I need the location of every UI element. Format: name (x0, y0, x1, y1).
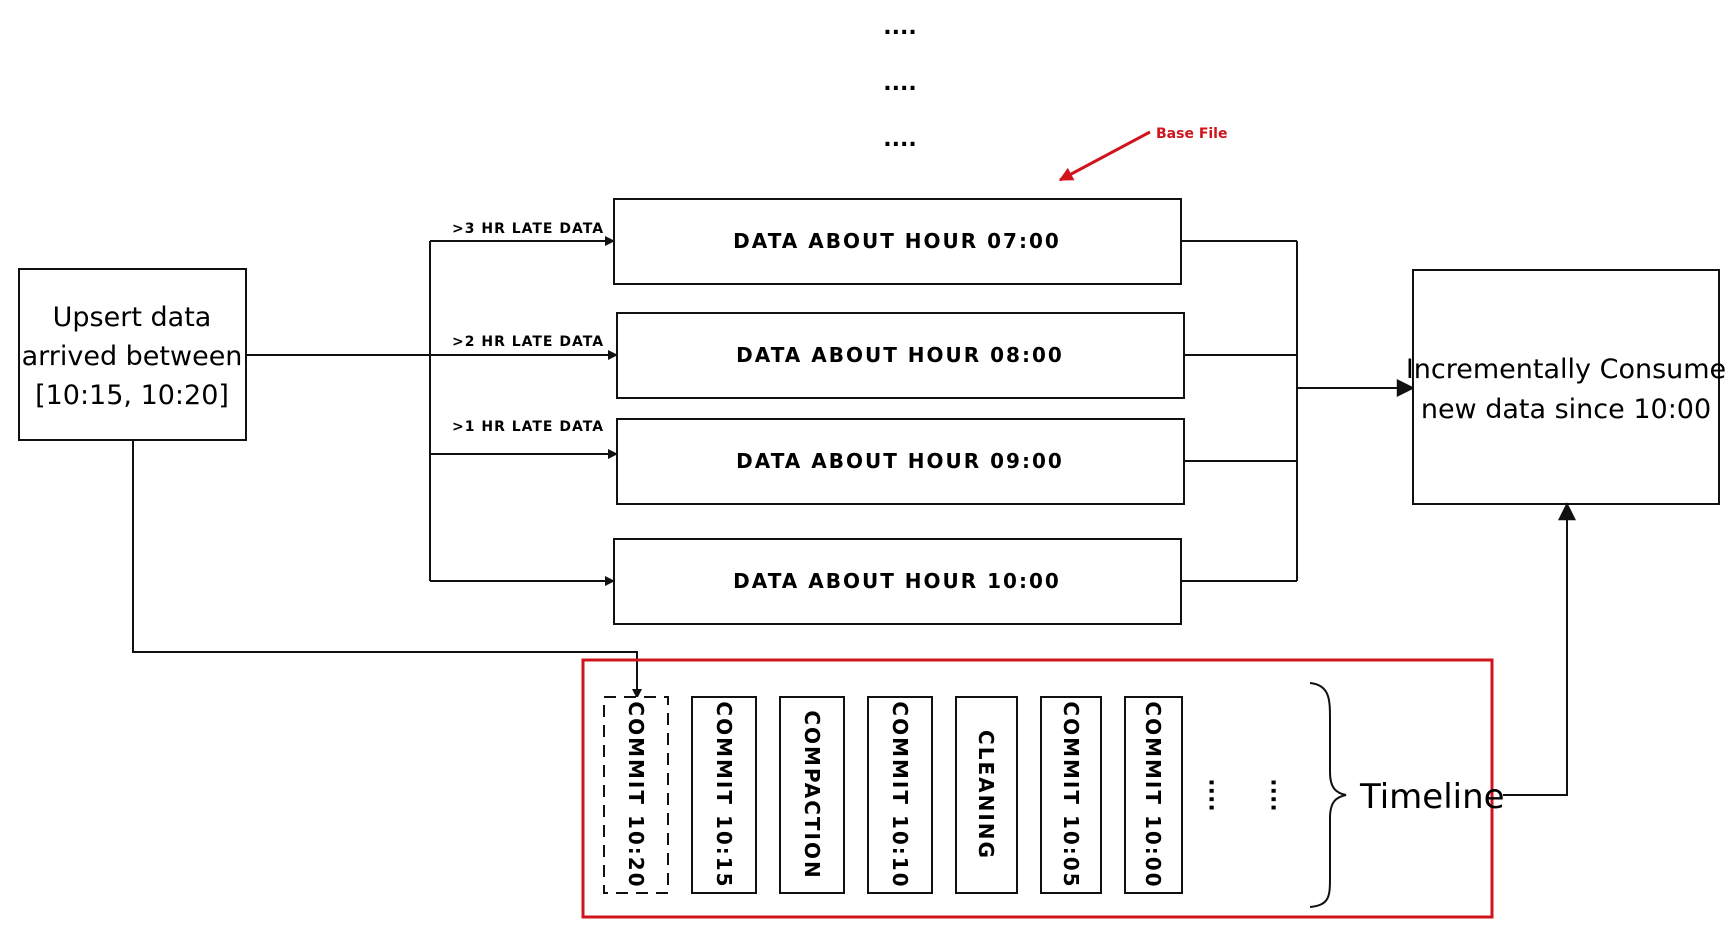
ellipsis-top-1: .... (883, 15, 916, 40)
source-line-1: Upsert data (53, 302, 212, 333)
hour-box-0700-label: DATA ABOUT HOUR 07:00 (733, 229, 1061, 253)
consumer-line-1: Incrementally Consume (1406, 354, 1726, 385)
ellipsis-top-2: .... (883, 71, 916, 96)
late-label-1hr: >1 HR LATE DATA (452, 419, 604, 435)
timeline-frame (581, 658, 1494, 919)
hour-box-0800-label: DATA ABOUT HOUR 08:00 (736, 343, 1064, 367)
timeline-item-commit-1015 (691, 696, 757, 894)
timeline-item-commit-1000 (1124, 696, 1183, 894)
timeline-item-compaction (779, 696, 845, 894)
hour-box-0800 (616, 312, 1185, 399)
source-line-2: arrived between (22, 341, 243, 372)
source-line-3: [10:15, 10:20] (35, 380, 229, 411)
timeline-item-commit-1015-label: COMMIT 10:15 (712, 701, 736, 888)
late-label-2hr: >2 HR LATE DATA (452, 334, 604, 350)
timeline-item-commit-1005-label: COMMIT 10:05 (1059, 701, 1083, 888)
base-file-arrow (1058, 130, 1151, 182)
timeline-item-commit-1000-label: COMMIT 10:00 (1141, 701, 1165, 888)
arrow-timeline-to-consumer (1503, 502, 1576, 796)
timeline-item-commit-1020-label: COMMIT 10:20 (624, 701, 648, 888)
timeline-item-cleaning-label: CLEANING (974, 730, 998, 860)
timeline-ellipsis-2: .... (1266, 778, 1291, 811)
consumer-box (1412, 269, 1720, 505)
timeline-item-commit-1010-label: COMMIT 10:10 (888, 701, 912, 888)
timeline-item-commit-1010 (867, 696, 933, 894)
late-label-3hr: >3 HR LATE DATA (452, 221, 604, 237)
hour-box-0900-label: DATA ABOUT HOUR 09:00 (736, 449, 1064, 473)
hour-box-1000-label: DATA ABOUT HOUR 10:00 (733, 569, 1061, 593)
timeline-brace (1309, 682, 1347, 908)
timeline-item-cleaning (955, 696, 1018, 894)
timeline-item-commit-1020 (603, 696, 669, 894)
hour-box-0900 (616, 418, 1185, 505)
arrow-to-timeline (132, 440, 642, 699)
base-file-label: Base File (1156, 126, 1227, 142)
consumer-line-2: new data since 10:00 (1421, 394, 1711, 425)
hour-box-1000 (613, 538, 1182, 625)
timeline-label: Timeline (1359, 777, 1505, 817)
timeline-ellipsis-1: .... (1204, 778, 1229, 811)
hour-box-0700 (613, 198, 1182, 285)
timeline-item-commit-1005 (1040, 696, 1102, 894)
timeline-item-compaction-label: COMPACTION (800, 710, 824, 879)
source-box (18, 268, 247, 441)
ellipsis-top-3: .... (883, 127, 916, 152)
